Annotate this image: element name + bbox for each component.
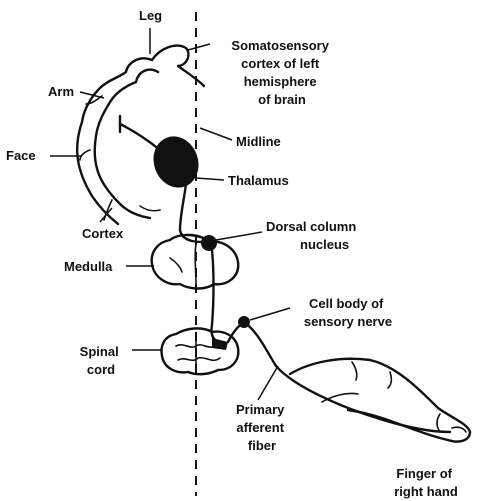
leader-cell-body [250,308,290,320]
dorsal-root-entry [212,338,228,350]
label-cortex: Cortex [82,226,124,241]
label-cell-body: Cell body of sensory nerve [304,296,392,329]
label-thalamus: Thalamus [228,173,289,188]
leader-thalamus [196,178,224,180]
medulla [152,235,239,289]
label-dorsal-column: Dorsal column nucleus [266,219,360,252]
label-midline: Midline [236,134,281,149]
spinal-cord [162,328,239,374]
label-medulla: Medulla [64,259,113,274]
label-primary-afferent: Primary afferent fiber [236,402,288,453]
dorsal-root-fiber [228,322,244,342]
label-arm: Arm [48,84,74,99]
dorsal-column-fiber [211,250,218,342]
label-somatosensory: Somatosensory cortex of left hemisphere … [231,38,332,107]
thalamocortical-fiber [120,124,160,150]
finger-of-hand [290,359,470,442]
label-leg: Leg [139,8,162,23]
label-spinal-cord: Spinal cord [80,344,123,377]
thalamus [146,130,205,194]
leader-midline [200,128,232,140]
label-finger: Finger of right hand [394,466,458,499]
dorsal-column-nucleus [201,235,217,251]
leader-somatosensory [188,44,210,50]
leader-primary-afferent [258,366,278,400]
leader-dorsal-column [216,232,262,240]
label-face: Face [6,148,36,163]
